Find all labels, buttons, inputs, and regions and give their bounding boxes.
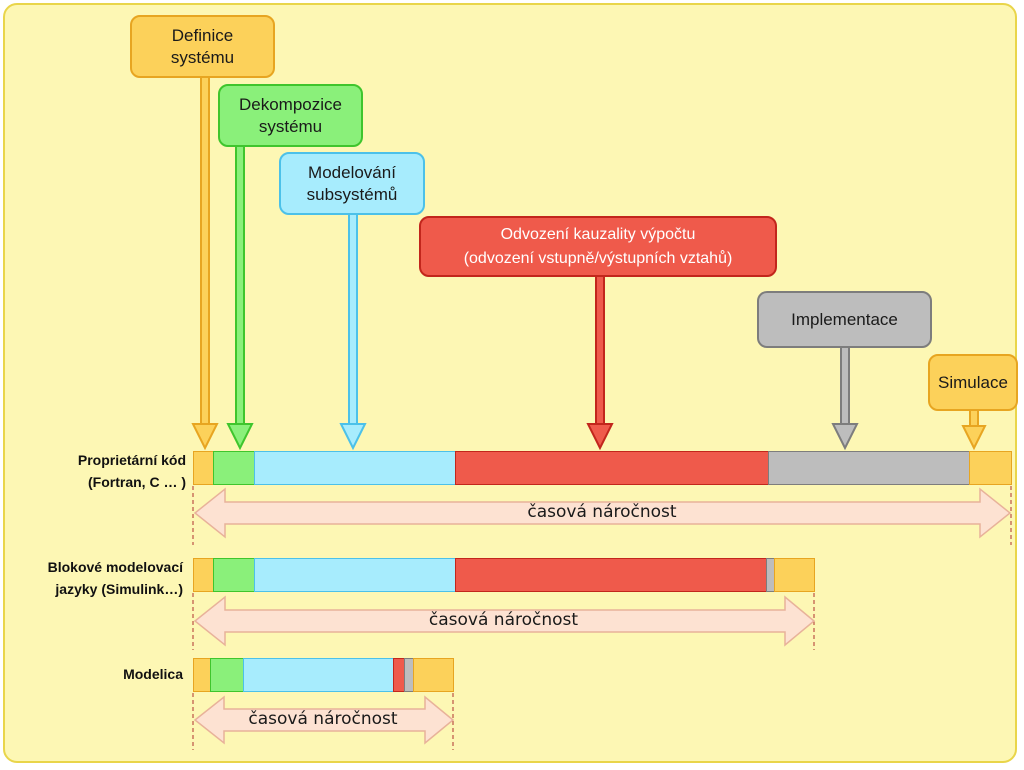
time-label-block-languages: časová náročnost (428, 610, 579, 630)
row-label-line: Blokové modelovací (47, 559, 183, 575)
callout-implementace: Implementace (757, 291, 932, 348)
time-label-modelica: časová náročnost (248, 709, 398, 729)
row-label-line: Proprietární kód (77, 452, 186, 468)
segment-modelovani (243, 658, 394, 692)
callout-text: systému (170, 47, 235, 67)
callout-text: Modelování (308, 162, 396, 182)
segment-simulace (969, 451, 1012, 485)
time-arrow-modelica (192, 693, 455, 750)
arrow-odvozeni (586, 275, 614, 451)
segment-simulace (413, 658, 454, 692)
arrow-modelovani (339, 213, 367, 451)
callout-text: subsystémů (306, 184, 398, 204)
row-label-modelica: Modelica (20, 663, 183, 685)
callout-text: Definice (171, 25, 234, 45)
row-label-block-languages: Blokové modelovací jazyky (Simulink…) (10, 556, 183, 600)
row-label-line: Modelica (123, 666, 183, 682)
callout-text: systému (258, 116, 323, 136)
segment-simulace (774, 558, 815, 592)
segment-implementace (768, 451, 970, 485)
time-arrow-proprietary (192, 486, 1012, 545)
row-label-line: (Fortran, C … ) (88, 474, 186, 490)
segment-modelovani (254, 451, 456, 485)
arrow-dekompozice (226, 145, 254, 451)
segment-odvozeni (455, 451, 769, 485)
callout-odvozeni-kauzality: Odvození kauzality výpočtu (odvození vstu… (419, 216, 777, 277)
callout-text: Simulace (938, 372, 1008, 392)
segment-dekompozice (213, 451, 255, 485)
row-label-proprietary: Proprietární kód (Fortran, C … ) (20, 449, 186, 493)
segment-modelovani (254, 558, 456, 592)
arrow-implementace (831, 346, 859, 451)
callout-text: (odvození vstupně/výstupních vztahů) (463, 249, 733, 267)
callout-text: Dekompozice (239, 94, 342, 114)
time-arrow-block-languages (192, 593, 816, 650)
arrow-definice (191, 76, 219, 451)
time-label-proprietary: časová náročnost (527, 502, 677, 522)
row-label-line: jazyky (Simulink…) (55, 581, 183, 597)
callout-text: Implementace (791, 309, 898, 329)
callout-text: Odvození kauzality výpočtu (500, 225, 696, 243)
arrow-simulace (961, 409, 987, 451)
segment-dekompozice (213, 558, 255, 592)
callout-simulace: Simulace (928, 354, 1018, 411)
